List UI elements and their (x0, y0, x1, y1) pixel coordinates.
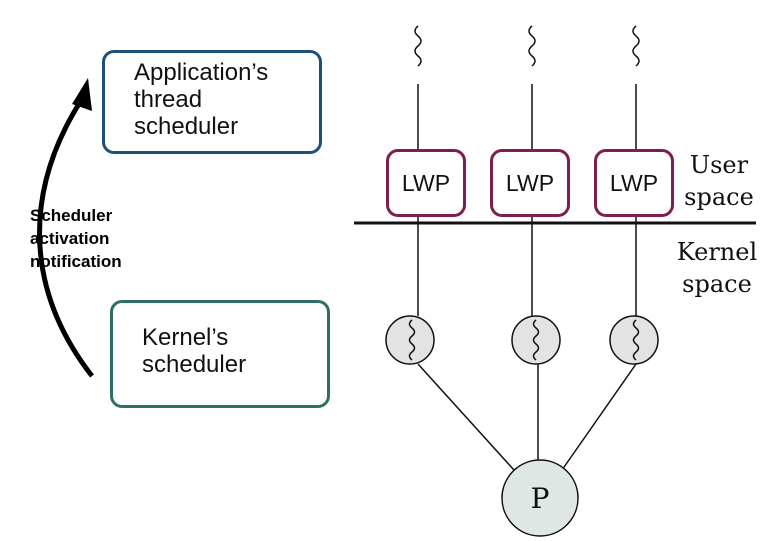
user-thread-squiggle-1 (414, 25, 422, 67)
scheduler-activation-arrow (37, 91, 94, 378)
kernel-scheduler-text-line-2: scheduler (142, 351, 247, 378)
user-thread-squiggle-2 (528, 25, 536, 67)
lwp-box-1: LWP (386, 149, 466, 217)
kernel-thread-3 (609, 315, 659, 365)
lwp-box-2: LWP (490, 149, 570, 217)
arrowhead (72, 78, 92, 111)
kernel-thread-1 (385, 315, 435, 365)
user-space-label-line-1: User (689, 151, 749, 179)
kernel-scheduler-box: Kernel’s scheduler (110, 300, 330, 408)
application-scheduler-text-line-1: Application’s (134, 59, 269, 86)
activation-label-line-3: notification (30, 252, 122, 271)
user-space-label-line-2: space (684, 183, 754, 211)
kernel-space-label-line-2: space (682, 270, 752, 298)
user-space-label: User space (674, 149, 764, 213)
kernel-thread-2 (511, 315, 561, 365)
kernel-scheduler-text-line-1: Kernel’s (142, 324, 229, 351)
kernel-space-label: Kernel space (672, 236, 762, 300)
activation-label-line-2: activation (30, 229, 110, 248)
processor-circle (501, 459, 579, 537)
kthread-to-processor-line-3 (561, 363, 637, 471)
kthread-to-processor-line-1 (417, 363, 515, 471)
application-scheduler-text-line-2: thread (134, 86, 203, 113)
kernel-space-label-line-1: Kernel (676, 238, 758, 266)
application-thread-scheduler-box: Application’s thread scheduler (102, 50, 322, 154)
scheduler-activation-notification-label: Scheduler activation notification (30, 204, 122, 273)
user-thread-squiggle-3 (632, 25, 640, 67)
application-scheduler-text-line-3: scheduler (134, 113, 239, 140)
activation-label-line-1: Scheduler (30, 206, 113, 225)
lwp-box-3: LWP (594, 149, 674, 217)
processor-label: P (530, 481, 550, 515)
